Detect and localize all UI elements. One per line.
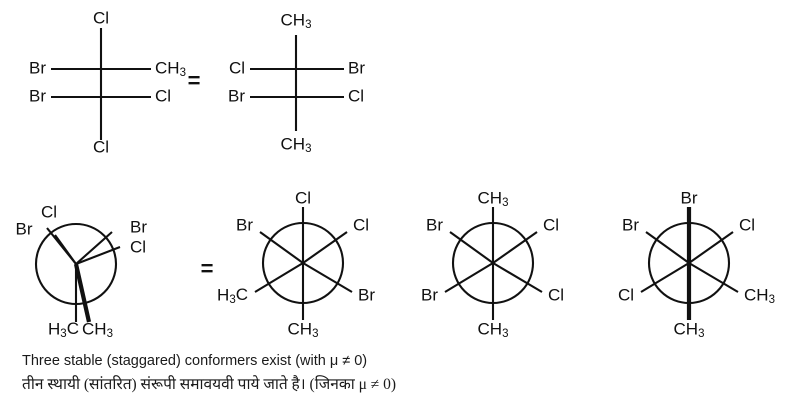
label-lower-left: Br xyxy=(228,86,245,105)
label-front-bottom: CH3 xyxy=(82,319,113,340)
newman-projection-1: Cl Br Br Cl H3C CH3 xyxy=(16,202,148,340)
front-bond-upper-right xyxy=(302,231,348,264)
label-back-lower-right: Br xyxy=(358,285,375,304)
label-back-upper-right: Cl xyxy=(130,237,146,256)
label-lower-left: Br xyxy=(29,86,46,105)
label-upper-left: Cl xyxy=(229,58,245,77)
front-bond-upper-right xyxy=(75,246,121,265)
label-front-upper-right: Cl xyxy=(353,215,369,234)
newman-projection-2: Cl Br Cl H3C Br CH3 xyxy=(217,188,375,340)
label-lower-right: Cl xyxy=(348,86,364,105)
label-back-bottom: H3C xyxy=(48,319,79,340)
label-back-top: CH3 xyxy=(478,188,509,209)
label-back-lower-left: H3C xyxy=(217,285,248,306)
label-bottom: CH3 xyxy=(281,134,312,155)
label-top: CH3 xyxy=(281,10,312,31)
back-bond-lower-left xyxy=(444,262,494,293)
newman-circle xyxy=(34,222,118,306)
label-upper-left: Br xyxy=(29,58,46,77)
label-back-lower-right: Cl xyxy=(548,285,564,304)
front-bond-upper-left xyxy=(449,231,494,264)
label-upper-right: CH3 xyxy=(155,58,186,79)
label-front-upper-left: Br xyxy=(622,215,639,234)
fischer-projection-2: CH3 CH3 Cl Br Br Cl xyxy=(228,10,365,155)
label-top: Cl xyxy=(93,8,109,27)
label-front-upper-right: Cl xyxy=(739,215,755,234)
equals-sign-row1: = xyxy=(188,68,201,93)
label-front-bottom: CH3 xyxy=(478,319,509,340)
back-bond-lower-right xyxy=(492,262,543,293)
label-back-lower-left: Cl xyxy=(618,285,634,304)
label-front-upper-left: Br xyxy=(236,215,253,234)
label-front-bottom: CH3 xyxy=(674,319,705,340)
front-bond-upper-right xyxy=(688,231,734,264)
label-back-top: Br xyxy=(681,188,698,207)
label-lower-right: Cl xyxy=(155,86,171,105)
back-bond-lower-left xyxy=(640,262,690,293)
caption-english: Three stable (staggared) conformers exis… xyxy=(22,353,368,369)
front-bond-upper-left xyxy=(259,231,304,264)
caption-hindi: तीन स्थायी (सांतरित) संरूपी समावयवी पाये… xyxy=(22,376,397,393)
front-bond-upper-left xyxy=(645,231,690,264)
label-bottom: Cl xyxy=(93,137,109,156)
label-back-top: Cl xyxy=(295,188,311,207)
label-front-upper-right: Br xyxy=(130,217,147,236)
back-bond-lower-right xyxy=(688,262,739,293)
back-bond-lower-left xyxy=(254,262,304,293)
label-front-upper-left: Br xyxy=(426,215,443,234)
label-front-upper-right: Cl xyxy=(543,215,559,234)
equals-sign-row2: = xyxy=(201,256,214,281)
label-back-upper-left: Br xyxy=(16,219,33,238)
newman-projection-4: Br Br Cl Cl CH3 CH3 xyxy=(618,188,775,340)
label-back-lower-right: CH3 xyxy=(744,285,775,306)
fischer-projection-1: Cl Cl Br Br CH3 Cl xyxy=(29,8,186,156)
front-bond-bottom xyxy=(73,263,92,323)
front-bond-upper-right xyxy=(492,231,538,264)
front-bond-upper-left xyxy=(54,234,77,265)
label-upper-right: Br xyxy=(348,58,365,77)
label-front-bottom: CH3 xyxy=(288,319,319,340)
newman-projection-3: CH3 Br Cl Br Cl CH3 xyxy=(421,188,564,340)
back-bond-lower-right xyxy=(302,262,353,293)
label-back-lower-left: Br xyxy=(421,285,438,304)
label-front-upper-left: Cl xyxy=(41,202,57,221)
